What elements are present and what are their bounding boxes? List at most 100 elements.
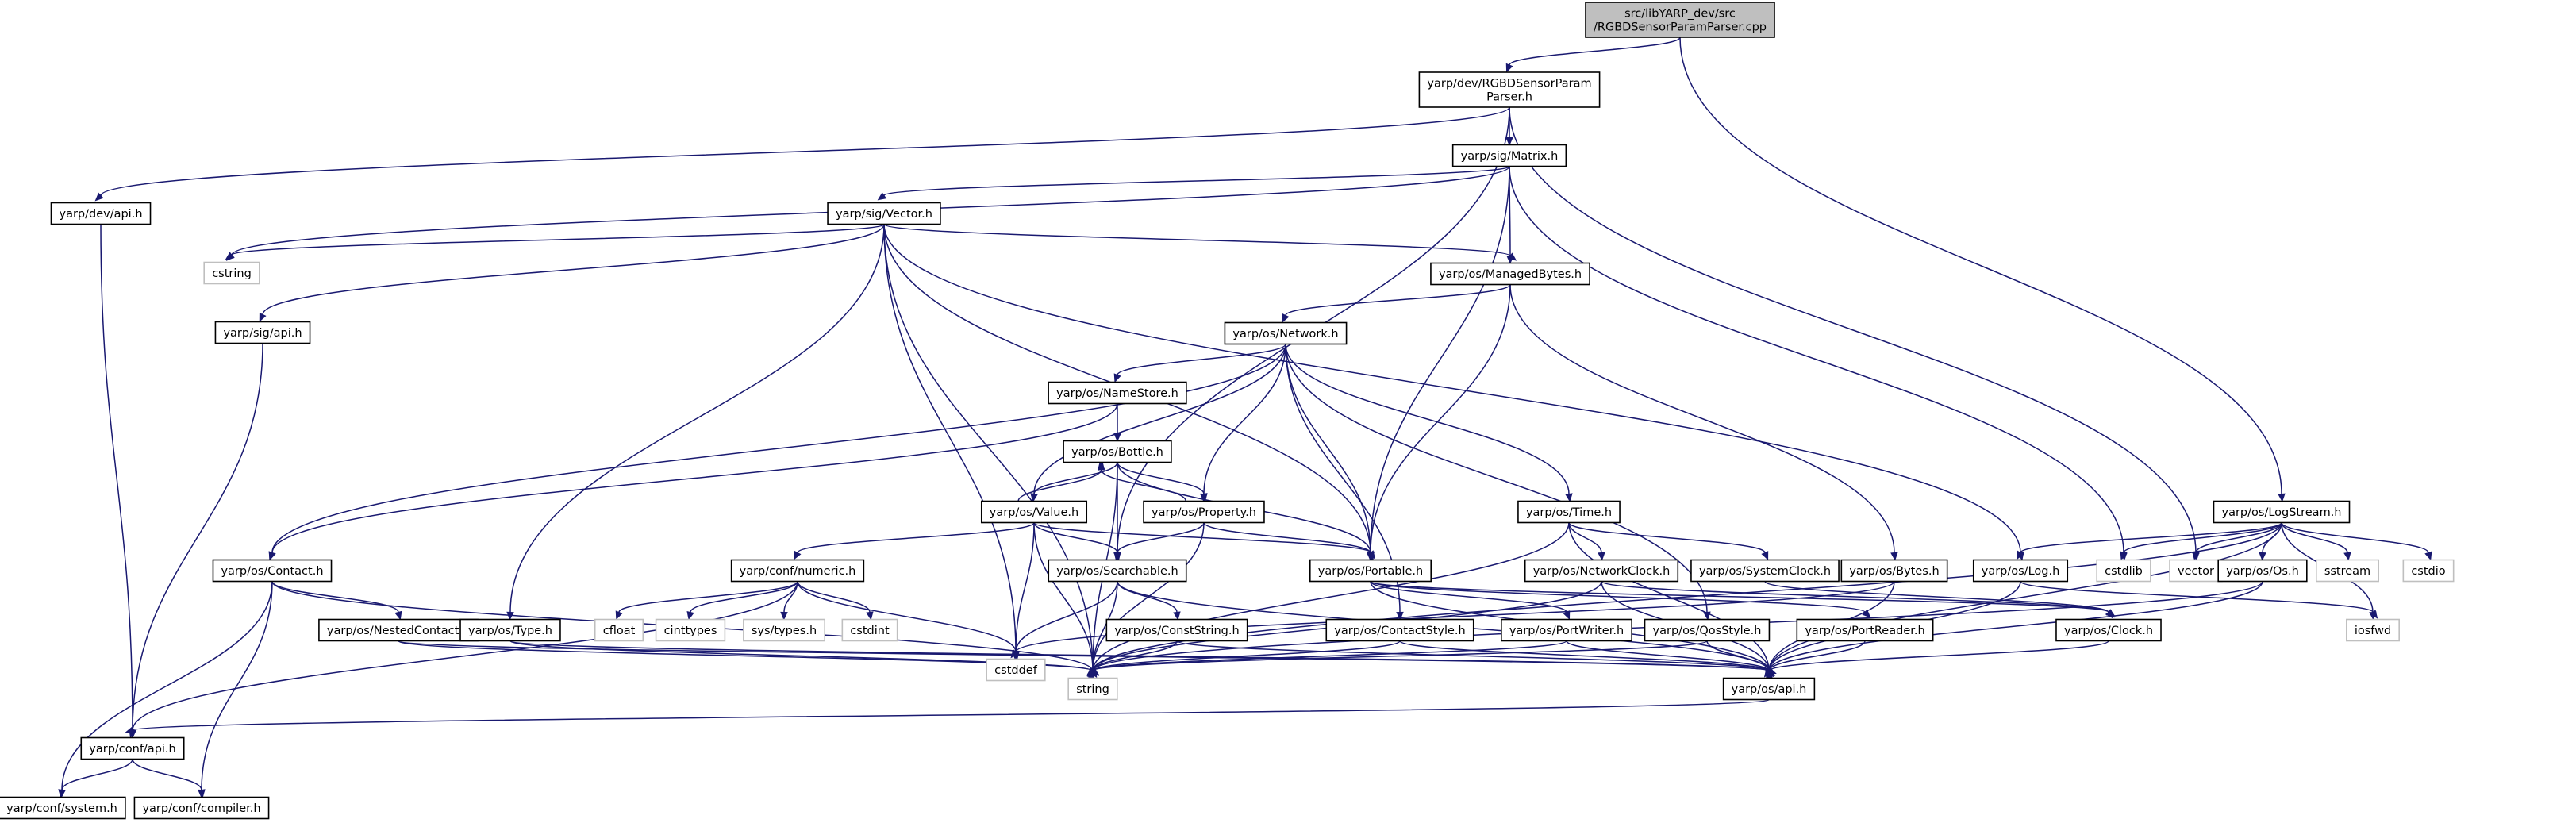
edge-devapi-to-confapi <box>100 224 136 739</box>
edge-line <box>1015 581 1118 652</box>
node-qosstyle[interactable]: yarp/os/QosStyle.h <box>1644 618 1771 642</box>
node-box <box>1105 618 1248 642</box>
node-box <box>2217 559 2308 583</box>
edge-line <box>509 224 885 613</box>
node-numeric[interactable]: yarp/conf/numeric.h <box>730 559 865 583</box>
node-confcompiler[interactable]: yarp/conf/compiler.h <box>133 796 270 820</box>
node-sigapi[interactable]: yarp/sig/api.h <box>214 321 311 344</box>
node-network[interactable]: yarp/os/Network.h <box>1224 321 1348 345</box>
edge-line <box>1033 344 1286 494</box>
arrowhead <box>268 551 276 561</box>
edge-line <box>398 640 1770 672</box>
edge-clock-to-osapi <box>1763 640 2109 678</box>
node-type[interactable]: yarp/os/Type.h <box>459 618 561 642</box>
edge-line <box>1092 522 1570 671</box>
arrowhead <box>1396 611 1404 621</box>
node-searchable[interactable]: yarp/os/Searchable.h <box>1048 559 1187 583</box>
node-contactstyle[interactable]: yarp/os/ContactStyle.h <box>1325 618 1474 642</box>
arrowhead <box>125 726 134 734</box>
arrowhead <box>1173 611 1181 621</box>
edge-line <box>1117 462 1205 494</box>
node-confsystem[interactable]: yarp/conf/system.h <box>0 796 126 820</box>
edge-line <box>132 343 263 731</box>
node-root[interactable]: src/libYARP_dev/src/RGBDSensorParamParse… <box>1585 2 1775 38</box>
node-matrix[interactable]: yarp/sig/Matrix.h <box>1451 144 1567 167</box>
edge-numeric-to-confapi <box>129 581 798 739</box>
node-box <box>986 658 1046 682</box>
edge-bottle-to-property <box>1117 462 1208 502</box>
edge-line <box>1679 37 2282 494</box>
node-portable[interactable]: yarp/os/Portable.h <box>1309 559 1432 583</box>
edge-contact-to-confsystem <box>58 581 273 798</box>
node-log[interactable]: yarp/os/Log.h <box>1972 559 2069 583</box>
arrowhead <box>225 252 235 260</box>
node-paramparser[interactable]: yarp/dev/RGBDSensorParamParser.h <box>1418 71 1601 108</box>
edge-line <box>883 224 1094 671</box>
node-contact[interactable]: yarp/os/Contact.h <box>212 559 333 583</box>
edge-line <box>2281 522 2429 553</box>
edge-line <box>132 759 202 790</box>
node-portwriter[interactable]: yarp/os/PortWriter.h <box>1501 618 1632 642</box>
edge-line <box>2195 522 2282 553</box>
node-devapi[interactable]: yarp/dev/api.h <box>50 202 152 225</box>
node-cstddef: cstddef <box>986 658 1046 682</box>
node-vector_h[interactable]: yarp/sig/Vector.h <box>827 202 941 225</box>
edge-logstream-to-cstdlib <box>2120 522 2282 561</box>
node-networkclock[interactable]: yarp/os/NetworkClock.h <box>1524 559 1679 583</box>
node-bytes[interactable]: yarp/os/Bytes.h <box>1840 559 1948 583</box>
node-osapi[interactable]: yarp/os/api.h <box>1722 677 1816 701</box>
node-label: yarp/os/LogStream.h <box>2222 506 2342 519</box>
node-box <box>1063 440 1172 463</box>
node-property[interactable]: yarp/os/Property.h <box>1143 500 1265 524</box>
edge-managedbytes-to-bytes <box>1509 284 1898 561</box>
edge-property-to-bottle <box>1098 461 1186 502</box>
edge-line <box>2020 521 2282 554</box>
node-portreader[interactable]: yarp/os/PortReader.h <box>1796 618 1934 642</box>
edge-vector_h-to-sigapi <box>259 224 885 322</box>
edge-portable-to-portreader <box>1370 580 1871 618</box>
edge-line <box>883 165 1510 197</box>
edge-line <box>883 223 1511 257</box>
edge-line <box>1706 640 1770 671</box>
node-logstream[interactable]: yarp/os/LogStream.h <box>2213 500 2351 524</box>
node-label: yarp/os/ContactStyle.h <box>1334 625 1465 637</box>
node-namestore[interactable]: yarp/os/NameStore.h <box>1048 381 1187 405</box>
node-bottle[interactable]: yarp/os/Bottle.h <box>1063 440 1172 463</box>
edge-line <box>61 759 133 790</box>
node-box <box>2055 618 2162 642</box>
node-managedbytes[interactable]: yarp/os/ManagedBytes.h <box>1430 262 1590 286</box>
arrowhead <box>1507 252 1517 261</box>
edge-property-to-portable <box>1203 521 1375 561</box>
edge-line <box>1768 640 1866 671</box>
node-box <box>133 796 270 820</box>
edge-root-to-logstream <box>1679 37 2286 502</box>
arrowhead <box>1761 551 1769 560</box>
edge-property-to-string <box>1089 522 1205 679</box>
node-os[interactable]: yarp/os/Os.h <box>2217 559 2308 583</box>
edges-layer <box>58 37 2432 798</box>
node-label: yarp/os/NameStore.h <box>1056 387 1178 400</box>
node-label: src/libYARP_dev/src <box>1624 8 1736 21</box>
edge-line <box>61 581 273 790</box>
arrowhead <box>866 611 874 621</box>
edge-line <box>1768 640 2109 672</box>
node-time[interactable]: yarp/os/Time.h <box>1517 500 1621 524</box>
node-confapi[interactable]: yarp/conf/api.h <box>80 736 185 760</box>
node-value[interactable]: yarp/os/Value.h <box>980 500 1088 524</box>
node-nestedcontact[interactable]: yarp/os/NestedContact.h <box>318 618 479 642</box>
node-clock[interactable]: yarp/os/Clock.h <box>2055 618 2162 642</box>
node-cstdint: cstdint <box>841 618 898 642</box>
node-sstream: sstream <box>2316 559 2379 583</box>
edge-line <box>1033 522 1094 671</box>
edge-line <box>1285 283 1511 317</box>
edge-line <box>1285 344 1708 613</box>
node-box <box>2346 618 2400 642</box>
edge-line <box>1117 522 1205 553</box>
arrowhead <box>259 313 267 322</box>
edge-line <box>1203 521 1371 554</box>
node-conststring[interactable]: yarp/os/ConstString.h <box>1105 618 1248 642</box>
node-systemclock[interactable]: yarp/os/SystemClock.h <box>1690 559 1840 583</box>
node-box <box>212 559 333 583</box>
node-box <box>2402 559 2455 583</box>
node-box <box>80 736 185 760</box>
